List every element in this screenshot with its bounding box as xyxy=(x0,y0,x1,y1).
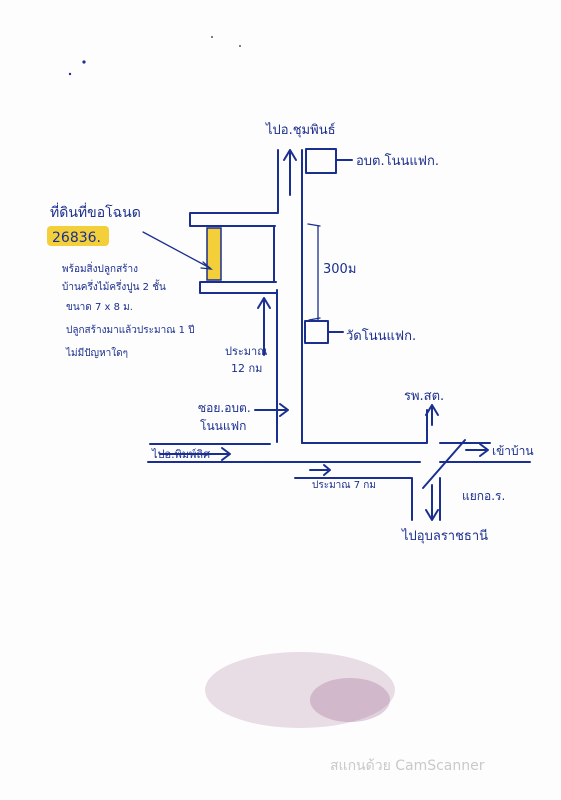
label-north-destination: ไปอ.ชุมพินธ์ xyxy=(265,122,336,138)
site-note-detail-3: ขนาด 7 x 8 ม. xyxy=(66,302,133,313)
site-note-title: ที่ดินที่ขอโฉนด xyxy=(50,203,141,221)
east-road-upper xyxy=(301,409,428,444)
north-arrow xyxy=(283,149,297,196)
label-alley-line2: โนนแฟก xyxy=(200,419,246,433)
speck xyxy=(239,45,241,47)
camscanner-watermark: สแกนด้วย CamScanner xyxy=(330,758,485,774)
site-arrow xyxy=(257,297,271,356)
label-distance-300: 300ม xyxy=(323,262,356,277)
tambon-office-box xyxy=(305,148,337,174)
parcel-number: 26836. xyxy=(52,230,101,246)
south-arrow xyxy=(425,484,439,521)
label-rural-hospital: รพ.สต. xyxy=(404,389,444,404)
label-alley-line1: ซอย.อบต. xyxy=(198,401,251,415)
site-note-detail-2: บ้านครึ่งไม้ครึ่งปูน 2 ชั้น xyxy=(62,279,166,293)
speck xyxy=(68,72,72,76)
plot-pointer-head xyxy=(200,261,213,270)
intersection-diagonal xyxy=(422,439,466,489)
ink-stain xyxy=(205,652,395,728)
parcel-number-highlight xyxy=(47,226,109,246)
west-arrow xyxy=(159,447,231,461)
label-temple: วัดโนนแฟก. xyxy=(346,328,416,344)
lower-road-continuation xyxy=(294,477,413,521)
plot-pointer-line xyxy=(142,231,211,269)
east-arrow xyxy=(465,443,489,457)
label-intersection: แยกอ.ร. xyxy=(462,489,505,503)
alley-arrow xyxy=(254,403,289,417)
label-south-destination: ไปอุบลราชธานี xyxy=(401,528,488,544)
speck xyxy=(82,60,86,64)
label-entrance: เข้าบ้าน xyxy=(492,444,534,458)
site-note-detail-5: ไม่มีปัญหาใดๆ xyxy=(65,347,128,359)
label-distance-7km: ประมาณ 7 กม xyxy=(312,480,376,491)
distance-300-ticks xyxy=(307,223,321,321)
temple-box xyxy=(304,320,329,344)
site-road-bottom xyxy=(199,281,278,294)
highlighted-plot xyxy=(206,227,222,281)
label-west-destination: ไปอ.พิมพ์ลิศ xyxy=(151,448,210,461)
hospital-arrow xyxy=(425,404,439,426)
speck xyxy=(211,36,213,38)
label-distance-12km-line1: ประมาณ xyxy=(225,345,267,358)
ink-stain-dark xyxy=(310,678,390,722)
site-road-top xyxy=(189,212,279,227)
label-tambon-office-top: อบต.โนนแฟก. xyxy=(356,153,439,169)
lower-arrow xyxy=(309,464,331,476)
label-distance-12km-line2: 12 กม xyxy=(231,362,262,375)
site-note-detail-4: ปลูกสร้างมาแล้วประมาณ 1 ปี xyxy=(66,324,195,336)
site-note-detail-1: พร้อมสิ่งปลูกสร้าง xyxy=(62,261,138,275)
